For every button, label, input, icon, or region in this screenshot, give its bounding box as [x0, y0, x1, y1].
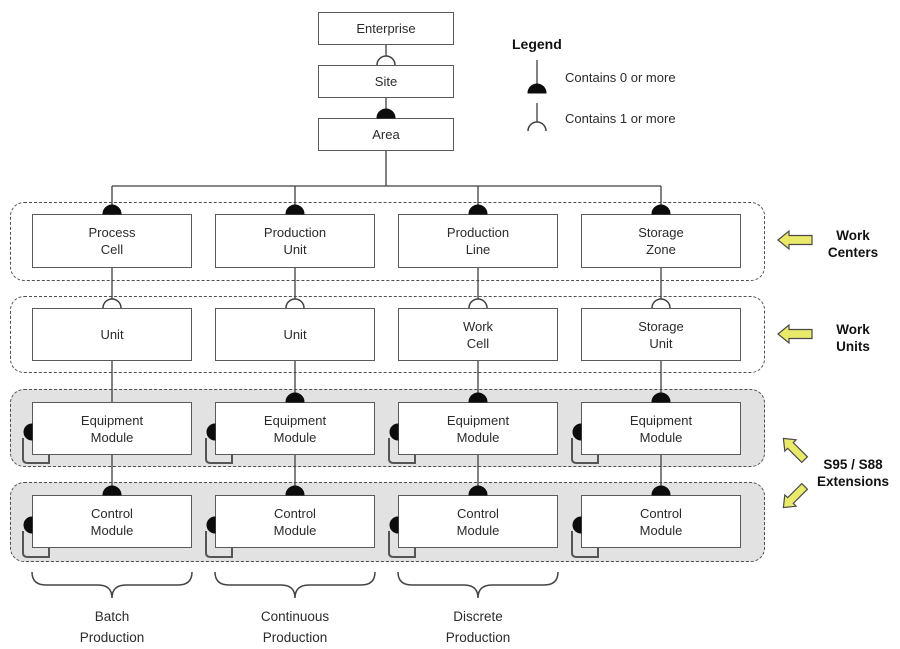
site-box: Site	[318, 65, 454, 98]
discrete-production-label: Discrete Production	[445, 609, 511, 645]
storage-zone-label: Storage Zone	[638, 225, 684, 257]
control-module-label-1: Control Module	[90, 505, 134, 538]
extensions-annotation: S95 / S88 Extensions	[816, 457, 890, 489]
unit-label-2: Unit	[283, 327, 307, 342]
control-module-box-1: Control Module	[32, 495, 192, 548]
enterprise-label: Enterprise	[356, 21, 416, 36]
work-cell-box: Work Cell	[398, 308, 558, 361]
equipment-module-label-3: Equipment Module	[446, 412, 510, 445]
process-cell-box: Process Cell	[32, 214, 192, 268]
brace-discrete	[397, 571, 559, 599]
continuous-production-label: Continuous Production	[260, 609, 330, 645]
equipment-module-box-2: Equipment Module	[215, 402, 375, 455]
control-module-label-4: Control Module	[639, 505, 683, 538]
equipment-module-label-1: Equipment Module	[80, 412, 144, 445]
unit-box-1: Unit	[32, 308, 192, 361]
control-module-box-3: Control Module	[398, 495, 558, 548]
equipment-module-box-1: Equipment Module	[32, 402, 192, 455]
legend-title: Legend	[512, 36, 562, 52]
enterprise-box: Enterprise	[318, 12, 454, 45]
control-module-label-2: Control Module	[273, 505, 317, 538]
legend-item-contains-zero: Contains 0 or more	[565, 70, 676, 85]
work-units-arrow-icon	[777, 323, 813, 345]
work-centers-arrow-icon	[777, 229, 813, 251]
storage-unit-box: Storage Unit	[581, 308, 741, 361]
equipment-module-box-4: Equipment Module	[581, 402, 741, 455]
production-unit-box: Production Unit	[215, 214, 375, 268]
storage-zone-box: Storage Zone	[581, 214, 741, 268]
legend-contains-zero-icon	[527, 60, 547, 94]
process-cell-label: Process Cell	[88, 225, 136, 257]
legend-contains-one-icon	[527, 103, 547, 132]
control-module-box-2: Control Module	[215, 495, 375, 548]
equipment-module-label-2: Equipment Module	[263, 412, 327, 445]
work-units-annotation: Work Units	[836, 322, 870, 354]
site-label: Site	[374, 74, 398, 89]
braces	[31, 571, 559, 599]
control-module-label-3: Control Module	[456, 505, 500, 538]
brace-batch	[31, 571, 193, 599]
brace-continuous	[214, 571, 376, 599]
unit-box-2: Unit	[215, 308, 375, 361]
control-module-box-4: Control Module	[581, 495, 741, 548]
production-line-label: Production Line	[446, 225, 510, 257]
legend-item-contains-one: Contains 1 or more	[565, 111, 676, 126]
work-cell-label: Work Cell	[462, 318, 494, 351]
equipment-module-box-3: Equipment Module	[398, 402, 558, 455]
batch-production-label: Batch Production	[79, 609, 145, 645]
unit-label-1: Unit	[100, 327, 124, 342]
area-label: Area	[372, 127, 400, 142]
equipment-module-label-4: Equipment Module	[629, 412, 693, 445]
production-unit-label: Production Unit	[263, 225, 327, 257]
storage-unit-label: Storage Unit	[638, 318, 684, 351]
work-centers-annotation: Work Centers	[827, 228, 879, 260]
production-line-box: Production Line	[398, 214, 558, 268]
area-box: Area	[318, 118, 454, 151]
